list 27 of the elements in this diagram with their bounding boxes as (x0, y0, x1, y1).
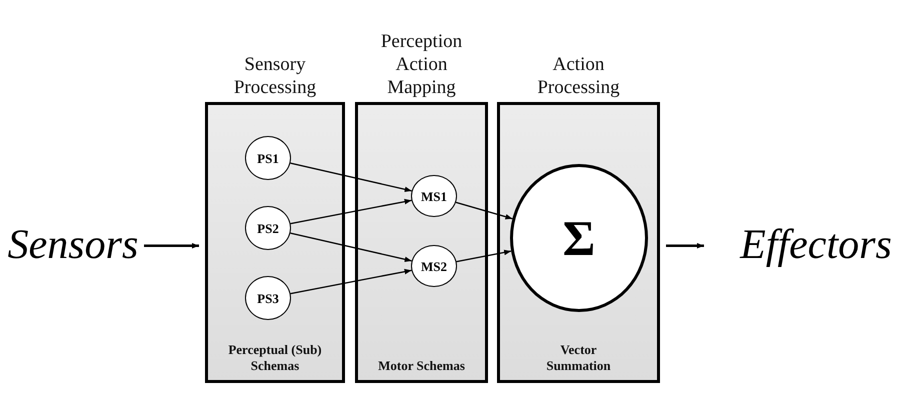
arrow (456, 202, 513, 220)
arrow (290, 162, 412, 192)
schema-label: PS1 (257, 152, 279, 164)
panel-caption: Vector Summation (545, 342, 612, 374)
io-label: Effectors (710, 218, 922, 272)
arrow (290, 198, 412, 224)
io-label: Sensors (8, 220, 138, 270)
panel-caption: Motor Schemas (377, 358, 466, 374)
sigma-symbol: Σ (562, 213, 596, 263)
panel-heading: Sensory Processing (232, 53, 318, 99)
schema-label: PS2 (257, 222, 279, 234)
arrow (144, 242, 199, 249)
arrow (290, 268, 412, 294)
arrow (456, 250, 512, 262)
schema-label: MS1 (421, 190, 447, 202)
arrow (290, 232, 412, 262)
panel-caption: Perceptual (Sub) Schemas (227, 342, 323, 374)
schema-ellipse (245, 136, 291, 180)
schema-label: MS2 (421, 260, 447, 272)
schema-ellipse (245, 276, 291, 320)
schema-ellipse (411, 245, 457, 287)
panel-heading: Perception Action Mapping (380, 30, 464, 99)
schema-label: PS3 (257, 292, 279, 304)
panel-heading: Action Processing (536, 53, 621, 99)
arrow (666, 242, 704, 249)
schema-ellipse (411, 175, 457, 217)
schema-ellipse (245, 206, 291, 250)
